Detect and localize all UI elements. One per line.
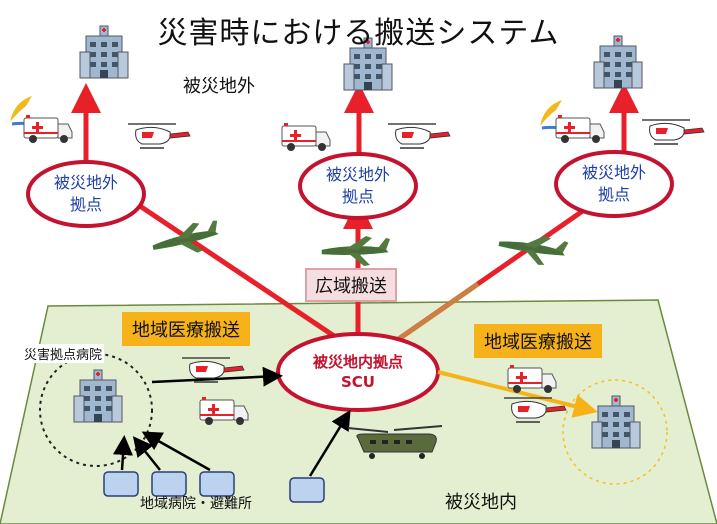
base-label-line1: 被災地外 (325, 165, 390, 184)
arrow-local-to-hospital (132, 436, 161, 471)
helicopter-icon (641, 119, 705, 145)
outside-base-ellipse-right (554, 150, 674, 218)
outside-base-label-center: 被災地外 拠点 (318, 164, 398, 208)
outside-base-ellipse-center (298, 152, 418, 220)
regional-transport-label-right: 地域医療搬送 (474, 324, 602, 358)
arrow-shelter-to-scu (308, 409, 351, 477)
arrow-hospital-to-scu (151, 366, 283, 387)
disaster-base-hospital-label: 災害拠点病院 (22, 344, 105, 363)
outside-base-ellipse-left (26, 160, 146, 228)
wide-area-arrow-left (97, 177, 360, 355)
shelter-icon (289, 477, 325, 503)
ambulance-icon (555, 114, 605, 144)
inside-zone-label: 被災地内 (445, 492, 517, 513)
outside-zone-label: 被災地外 (183, 76, 255, 97)
helicopter-icon (387, 123, 451, 149)
destination-hospital-circle (562, 379, 668, 485)
local-hospitals-label: 地域病院・避難所 (140, 496, 252, 512)
scu-label: 被災地内拠点 SCU (288, 352, 428, 392)
scu-label-line1: 被災地内拠点 (312, 353, 403, 371)
helicopter-icon (127, 123, 191, 149)
wide-area-transport-label: 広域搬送 (305, 268, 397, 302)
disaster-hospital-circle (39, 353, 153, 467)
scu-label-line2: SCU (341, 373, 375, 391)
base-label-line1: 被災地外 (581, 163, 646, 182)
arrow-local-to-hospital (141, 431, 211, 472)
ambulance-icon (281, 122, 331, 152)
base-label-line2: 拠点 (597, 185, 630, 204)
outside-base-label-right: 被災地外 拠点 (574, 162, 654, 206)
outside-base-label-left: 被災地外 拠点 (46, 172, 126, 216)
base-label-line2: 拠点 (69, 195, 102, 214)
arrow-local-to-hospital (113, 435, 133, 471)
ambulance-icon (23, 114, 73, 144)
shelter-icon (103, 471, 139, 497)
base-label-line1: 被災地外 (53, 173, 118, 192)
regional-transport-label-left: 地域医療搬送 (122, 312, 250, 346)
page-title: 災害時における搬送システム (157, 16, 560, 51)
base-label-line2: 拠点 (341, 187, 374, 206)
tandem-rotor-helicopter-icon (347, 425, 443, 459)
